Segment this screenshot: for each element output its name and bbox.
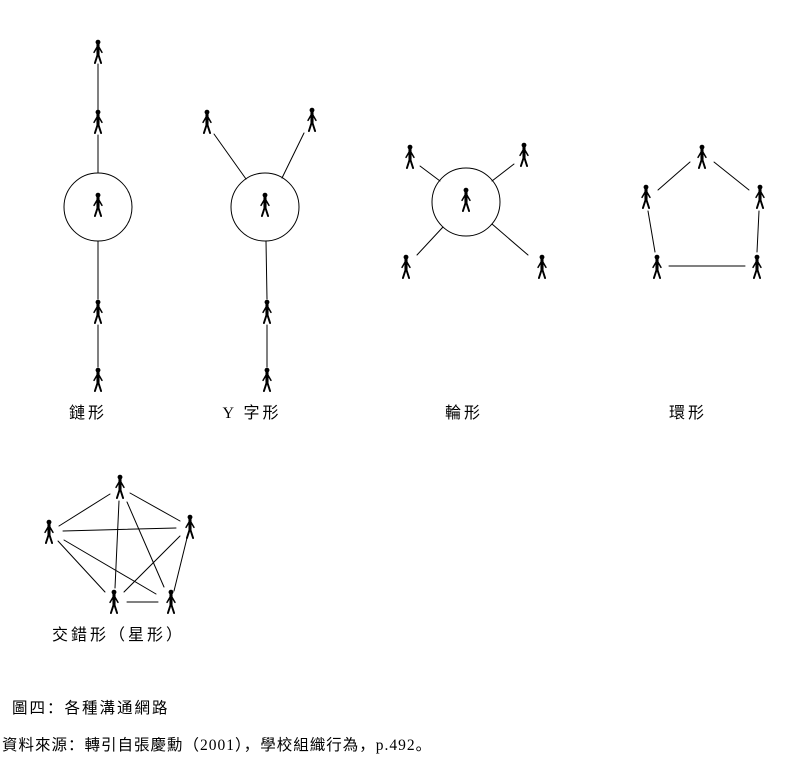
- person-icon: [754, 184, 766, 210]
- connector-line: [57, 540, 106, 593]
- wheel-network: [400, 142, 548, 280]
- figure-source: 資料來源：轉引自張慶勳（2001），學校組織行為，p.492。: [2, 737, 433, 754]
- ring-network-label: 環形: [668, 405, 707, 422]
- connector-line: [126, 501, 165, 588]
- person-icon: [92, 367, 104, 393]
- figure-caption: 圖四：各種溝通網路: [12, 700, 170, 717]
- center-highlight-circle: [63, 172, 133, 242]
- connector-line: [756, 210, 760, 253]
- connector-line: [62, 527, 177, 532]
- connector-line: [58, 493, 111, 527]
- connector-line: [173, 537, 188, 592]
- connector-line: [129, 492, 181, 522]
- person-icon: [261, 299, 273, 325]
- y-network: [201, 107, 318, 393]
- y-network-label: Y 字形: [222, 405, 282, 422]
- ring-network: [640, 144, 766, 280]
- person-icon: [92, 39, 104, 65]
- person-icon: [400, 254, 412, 280]
- connector-line: [419, 165, 441, 182]
- star-network-label: 交錯形（星形）: [52, 627, 186, 644]
- center-highlight-circle: [431, 167, 501, 237]
- person-icon: [640, 184, 652, 210]
- connector-line: [63, 539, 157, 595]
- person-icon: [259, 192, 271, 218]
- person-icon: [518, 142, 530, 168]
- person-icon: [92, 299, 104, 325]
- connector-line: [281, 132, 305, 179]
- person-icon: [92, 109, 104, 135]
- connector-line: [265, 240, 268, 300]
- person-icon: [651, 254, 663, 280]
- person-icon: [184, 514, 196, 540]
- person-icon: [404, 144, 416, 170]
- connector-line: [647, 210, 656, 253]
- center-highlight-circle: [230, 172, 300, 242]
- person-icon: [108, 589, 120, 615]
- connector-line: [491, 223, 529, 256]
- person-icon: [306, 107, 318, 133]
- chain-network: [63, 39, 133, 393]
- person-icon: [696, 144, 708, 170]
- person-icon: [460, 187, 472, 213]
- star-network: [43, 474, 196, 615]
- person-icon: [165, 589, 177, 615]
- wheel-network-label: 輪形: [444, 405, 483, 422]
- person-icon: [751, 254, 763, 280]
- connector-line: [213, 133, 247, 180]
- connector-line: [713, 161, 750, 191]
- person-icon: [261, 367, 273, 393]
- person-icon: [201, 109, 213, 135]
- connector-line: [114, 500, 120, 589]
- person-icon: [43, 519, 55, 545]
- person-icon: [536, 254, 548, 280]
- connector-line: [123, 535, 181, 593]
- connector-line: [416, 226, 444, 256]
- connector-line: [491, 163, 515, 182]
- connector-line: [657, 161, 691, 191]
- person-icon: [92, 192, 104, 218]
- chain-network-label: 鏈形: [68, 405, 107, 422]
- person-icon: [114, 474, 126, 500]
